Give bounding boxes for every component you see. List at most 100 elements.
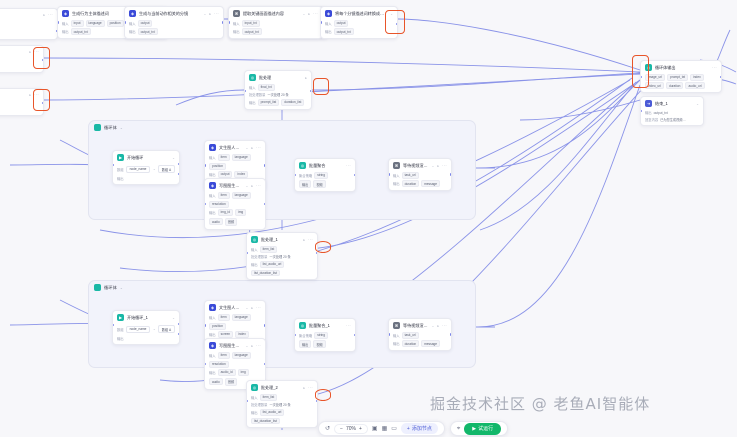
input-port[interactable] xyxy=(247,251,249,255)
node-loop-output[interactable]: ◎ 循环体输出 ··· image_url prompt_txt index v… xyxy=(640,60,722,94)
node-menu-icon[interactable]: ··· xyxy=(34,49,39,54)
input-port[interactable] xyxy=(641,109,643,113)
input-port[interactable] xyxy=(205,362,207,366)
node-menu-icon[interactable]: ··· xyxy=(48,12,53,17)
node-menu-icon[interactable]: ··· xyxy=(214,11,219,16)
array-source-select[interactable]: node_name xyxy=(125,165,151,173)
chevron-down-icon[interactable]: ⌄ xyxy=(245,305,249,310)
input-port[interactable] xyxy=(321,21,323,24)
node-header[interactable]: ◎ 批处理_2 ▸ ··· xyxy=(247,381,317,393)
output-port[interactable] xyxy=(719,75,721,79)
node-loop-start-1[interactable]: ▶ 开始循环_1 ⌄ 数组 node_name → 数组 A 输出 xyxy=(112,310,180,345)
run-node-icon[interactable]: ▸ xyxy=(251,183,254,188)
node-top-3[interactable]: ◈ 生成与当前动作相关的分镜 ⌄ ▸ ··· 输入 output 输出 outp… xyxy=(124,6,224,40)
input-port[interactable] xyxy=(389,333,391,336)
output-port-a[interactable] xyxy=(177,322,179,326)
chevron-down-icon[interactable]: ⌄ xyxy=(172,315,175,320)
array-target-select[interactable]: 数组 A xyxy=(157,325,176,334)
node-wait-render[interactable]: ⌘ 等待视频渲染完毕 ⌄ ▸ ··· 输入 task_url 输出 durati… xyxy=(388,158,452,192)
node-header[interactable]: ▸ ··· xyxy=(0,89,43,99)
add-node-button[interactable]: + 添加节点 xyxy=(400,423,438,434)
node-menu-icon[interactable]: ··· xyxy=(256,305,261,310)
node-end[interactable]: ⇥ 结束_1 ⌄ 输出 output_txt 回复内容 已为您生成视频… xyxy=(640,96,704,126)
node-header[interactable]: ◎ 批量聚合_1 ··· xyxy=(295,319,355,331)
chevron-down-icon[interactable]: ⌄ xyxy=(302,11,306,16)
output-port[interactable] xyxy=(55,29,57,33)
array-source-select[interactable]: node_name xyxy=(125,325,151,333)
output-port[interactable] xyxy=(449,173,451,176)
input-port[interactable] xyxy=(245,89,247,93)
node-shot-to-image-prompt[interactable]: ◈ 将每个分镜描述词转换成图片提示词 ⌄ 输入 output 输出 output… xyxy=(320,6,398,40)
node-partial-left-top[interactable]: ▸ ··· xyxy=(0,8,58,40)
node-menu-icon[interactable]: ··· xyxy=(346,163,351,168)
node-menu-icon[interactable]: ··· xyxy=(442,163,447,168)
fit-view-icon[interactable]: ▣ xyxy=(371,425,378,432)
output-port[interactable] xyxy=(221,21,223,24)
test-run-button[interactable]: ▶ 试运行 xyxy=(464,422,502,435)
chevron-down-icon[interactable]: ⌄ xyxy=(431,163,435,168)
run-node-icon[interactable]: ▸ xyxy=(251,305,254,310)
run-node-icon[interactable]: ▸ xyxy=(305,75,307,80)
array-target-select[interactable]: 数组 A xyxy=(157,165,176,174)
input-port[interactable] xyxy=(205,202,207,206)
node-header[interactable]: ⌘ 等待视频渲染完毕_1 ⌄ ▸ ··· xyxy=(389,319,451,331)
node-partial-left-bottom[interactable]: ▸ ··· xyxy=(0,88,44,116)
output-port[interactable] xyxy=(353,333,355,337)
output-port-a[interactable] xyxy=(177,162,179,166)
zoom-out-button[interactable]: − xyxy=(340,425,343,432)
output-port-b[interactable] xyxy=(177,332,179,336)
node-partial-left-mid[interactable]: ▸ ··· xyxy=(0,45,44,73)
input-port[interactable] xyxy=(113,163,115,167)
node-header[interactable]: ◈ 写图图生视频_1 ⌄ ▸ ··· xyxy=(205,339,265,351)
node-header[interactable]: ▸ ··· xyxy=(0,9,57,19)
input-port[interactable] xyxy=(641,75,643,79)
output-port[interactable] xyxy=(309,89,311,93)
run-node-icon[interactable]: ▸ xyxy=(437,323,440,328)
node-batch-process-2[interactable]: ◎ 批处理_2 ▸ ··· 输入 item_list 批处理数量 一次处理 20… xyxy=(246,380,318,429)
run-node-icon[interactable]: ▸ xyxy=(308,11,311,16)
chevron-down-icon[interactable]: ⌄ xyxy=(119,125,123,130)
node-menu-icon[interactable]: ··· xyxy=(34,92,39,97)
array-select-row[interactable]: 数组 node_name → 数组 A xyxy=(117,324,176,334)
node-menu-icon[interactable]: ··· xyxy=(308,237,313,242)
node-menu-icon[interactable]: ··· xyxy=(346,323,351,328)
grid-icon[interactable]: ▦ xyxy=(381,425,388,432)
output-port[interactable] xyxy=(263,202,265,206)
group-header[interactable]: 循环体 ⌄ xyxy=(89,121,475,134)
toolbar-zoom-group[interactable]: ↺ − 70% + ▣ ▦ ▭ + 添加节点 xyxy=(318,421,445,436)
node-menu-icon[interactable]: ··· xyxy=(313,11,318,16)
node-header[interactable]: ◈ 将每个分镜描述词转换成图片提示词 ⌄ xyxy=(321,7,397,19)
node-header[interactable]: ◈ 文生图人物形象 ⌄ ▸ ··· xyxy=(205,141,265,153)
run-node-icon[interactable]: ▸ xyxy=(29,92,32,97)
node-menu-icon[interactable]: ··· xyxy=(256,145,261,150)
output-port-b[interactable] xyxy=(177,172,179,176)
node-header[interactable]: ◈ 文生图人物形象_1 ⌄ ▸ ··· xyxy=(205,301,265,313)
node-batch-aggregate-1[interactable]: ◎ 批量聚合_1 ··· 聚合策略 string 输出 视频 xyxy=(294,318,356,353)
input-port[interactable] xyxy=(295,333,297,337)
node-header[interactable]: ⇥ 结束_1 ⌄ xyxy=(641,97,703,109)
input-port[interactable] xyxy=(113,323,115,327)
run-node-icon[interactable]: ▸ xyxy=(303,385,306,390)
cursor-icon[interactable]: ⌖ xyxy=(456,425,461,432)
node-menu-icon[interactable]: ··· xyxy=(256,343,261,348)
undo-icon[interactable]: ↺ xyxy=(325,425,331,432)
node-batch-process-1[interactable]: ◎ 批处理_1 ▸ ··· 输入 item_list 批处理数量 一次处理 20… xyxy=(246,232,318,281)
node-header[interactable]: ◎ 批处理 ▸ xyxy=(245,71,311,83)
node-loop-start[interactable]: ▶ 开始循环 ⌄ 数组 node_name → 数组 A 输出 xyxy=(112,150,180,185)
output-port[interactable] xyxy=(41,101,43,105)
output-port[interactable] xyxy=(263,164,265,167)
node-menu-icon[interactable]: ··· xyxy=(256,183,261,188)
bottom-toolbar[interactable]: ↺ − 70% + ▣ ▦ ▭ + 添加节点 ⌖ ▶ 试运行 xyxy=(318,420,509,437)
output-port[interactable] xyxy=(449,333,451,336)
chevron-down-icon[interactable]: ⌄ xyxy=(245,183,249,188)
chevron-down-icon[interactable]: ⌄ xyxy=(431,323,435,328)
output-port[interactable] xyxy=(315,251,317,255)
input-port[interactable] xyxy=(389,173,391,176)
input-port[interactable] xyxy=(205,324,207,327)
zoom-in-button[interactable]: + xyxy=(358,425,362,432)
node-batch-aggregate[interactable]: ◎ 批量聚合 ··· 聚合策略 string 输出 视频 xyxy=(294,158,356,193)
node-header[interactable]: ▶ 开始循环 ⌄ xyxy=(113,151,179,163)
node-menu-icon[interactable]: ··· xyxy=(308,385,313,390)
run-node-icon[interactable]: ▸ xyxy=(29,49,32,54)
output-port[interactable] xyxy=(353,173,355,177)
